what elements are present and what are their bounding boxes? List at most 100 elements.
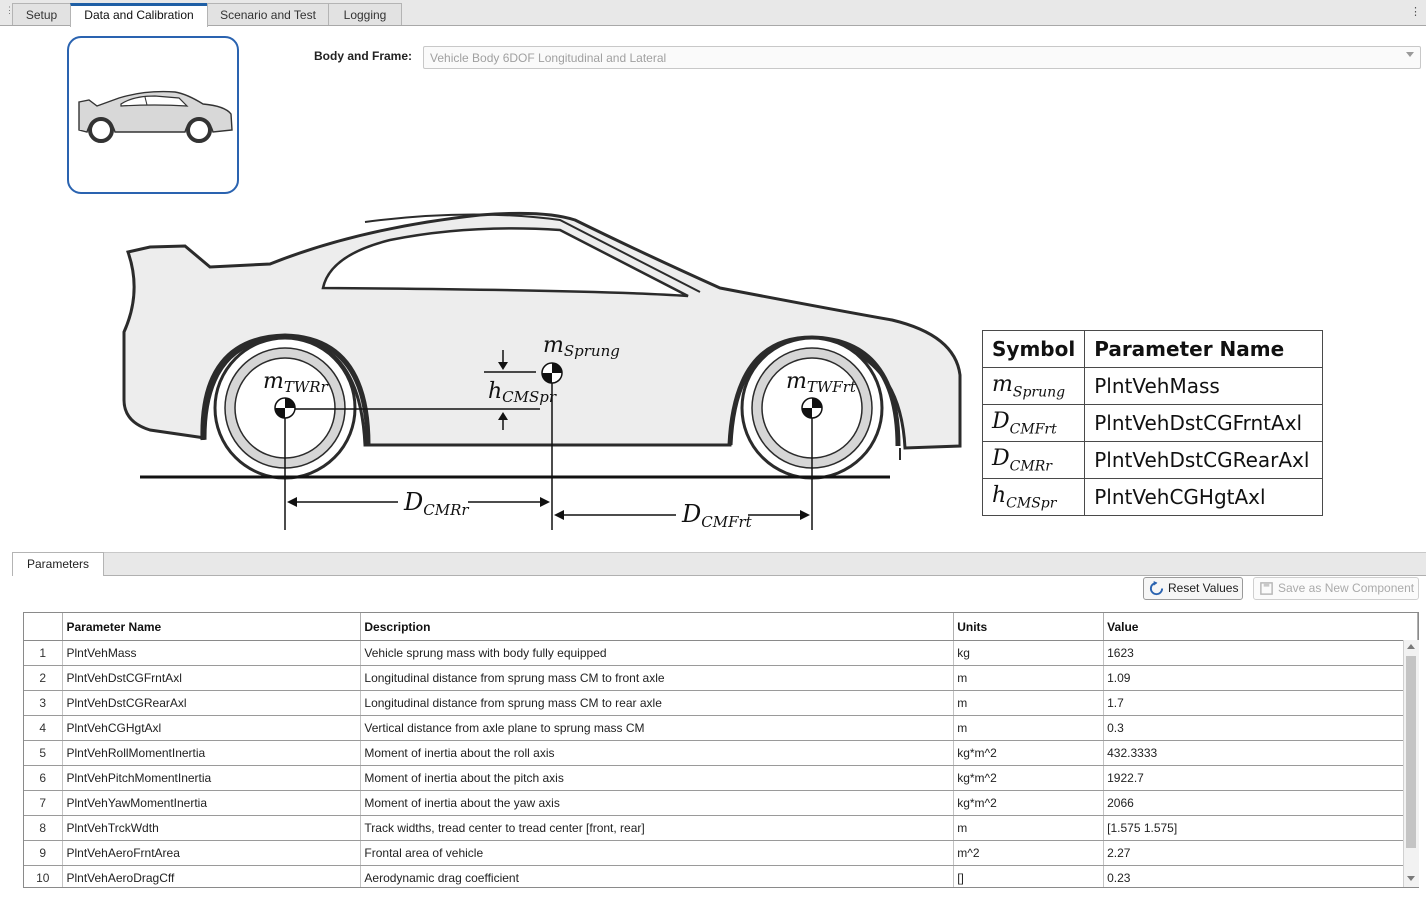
parameters-grid: Parameter Name Description Units Value 1… xyxy=(24,613,1418,887)
car-roof-line xyxy=(364,213,701,293)
units-column-header[interactable]: Units xyxy=(953,613,1105,641)
label-d-cmfrt: DCMFrt xyxy=(681,500,753,531)
tab-setup[interactable]: Setup xyxy=(12,3,71,25)
row-number: 7 xyxy=(24,790,64,816)
symbol-parameter-table: Symbol Parameter Name mSprung PlntVehMas… xyxy=(981,330,1324,516)
value-cell[interactable]: 1.09 xyxy=(1103,665,1418,691)
description-cell: Moment of inertia about the roll axis xyxy=(360,740,955,766)
parameters-tab-strip xyxy=(12,552,1426,576)
reset-values-label: Reset Values xyxy=(1168,581,1239,595)
label-d-cmrr: DCMRr xyxy=(403,488,469,519)
description-cell: Moment of inertia about the yaw axis xyxy=(360,790,955,816)
units-cell: kg xyxy=(953,640,1105,666)
scrollbar-thumb[interactable] xyxy=(1406,656,1416,848)
row-number: 8 xyxy=(24,815,64,841)
parameter-name-cell: PlntVehTrckWdth xyxy=(62,815,362,841)
save-as-new-component-label: Save as New Component xyxy=(1278,581,1415,595)
rear-wheel-cm-marker xyxy=(274,397,296,419)
parameter-name-cell: PlntVehRollMomentInertia xyxy=(62,740,362,766)
parameter-name-cell: PlntVehAeroFrntArea xyxy=(62,840,362,866)
value-cell[interactable]: 432.3333 xyxy=(1103,740,1418,766)
parameter-name-cell: PlntVehMass xyxy=(62,640,362,666)
vehicle-dimension-diagram: mSprung mTWRr mTWFrt hCMSpr DCMRr DCMFrt xyxy=(122,211,962,531)
body-frame-label: Body and Frame: xyxy=(314,49,413,63)
value-cell[interactable]: [1.575 1.575] xyxy=(1103,815,1418,841)
value-cell[interactable]: 2066 xyxy=(1103,790,1418,816)
description-cell: Longitudinal distance from sprung mass C… xyxy=(360,690,955,716)
description-column-header[interactable]: Description xyxy=(360,613,955,641)
reset-values-button[interactable]: Reset Values xyxy=(1143,577,1243,600)
reset-icon xyxy=(1149,581,1164,596)
parameters-scrollbar[interactable] xyxy=(1403,640,1419,887)
parameter-name-column-header[interactable]: Parameter Name xyxy=(62,613,362,641)
symbol-header: Symbol xyxy=(981,330,1086,368)
row-number: 3 xyxy=(24,690,64,716)
tab-data-and-calibration[interactable]: Data and Calibration xyxy=(70,3,208,27)
value-cell[interactable]: 1.7 xyxy=(1103,690,1418,716)
label-m-twrr: mTWRr xyxy=(263,369,329,396)
units-cell: m xyxy=(953,815,1105,841)
description-cell: Longitudinal distance from sprung mass C… xyxy=(360,665,955,691)
parameter-name-cell: PlntVehCGHgtAxl xyxy=(62,715,362,741)
more-options-icon[interactable]: ⋮ xyxy=(1410,6,1421,18)
sprung-mass-cm-marker xyxy=(541,362,563,384)
description-cell: Frontal area of vehicle xyxy=(360,840,955,866)
row-number: 9 xyxy=(24,840,64,866)
units-cell: kg*m^2 xyxy=(953,740,1105,766)
value-cell[interactable]: 0.3 xyxy=(1103,715,1418,741)
save-as-new-component-button[interactable]: Save as New Component xyxy=(1253,577,1419,600)
scroll-up-icon[interactable] xyxy=(1407,644,1415,649)
row-number-header xyxy=(24,613,64,641)
row-number: 1 xyxy=(24,640,64,666)
parameter-name-cell: PlntVehYawMomentInertia xyxy=(62,790,362,816)
units-cell: m xyxy=(953,690,1105,716)
parameter-name-header: Parameter Name xyxy=(1084,330,1324,368)
description-cell: Moment of inertia about the pitch axis xyxy=(360,765,955,791)
save-icon xyxy=(1260,582,1273,595)
description-cell: Aerodynamic drag coefficient xyxy=(360,865,955,887)
value-column-header[interactable]: Value xyxy=(1103,613,1418,641)
body-frame-value: Vehicle Body 6DOF Longitudinal and Later… xyxy=(430,51,667,65)
label-m-twfrt: mTWFrt xyxy=(786,369,857,396)
scroll-down-icon[interactable] xyxy=(1407,876,1415,881)
description-cell: Track widths, tread center to tread cent… xyxy=(360,815,955,841)
symbol-row: DCMRr PlntVehDstCGRearAxl xyxy=(981,441,1324,479)
chevron-down-icon xyxy=(1406,52,1414,57)
units-cell: m^2 xyxy=(953,840,1105,866)
tab-logging[interactable]: Logging xyxy=(328,3,402,25)
row-number: 10 xyxy=(24,865,64,887)
grip-icon[interactable]: ⋮ xyxy=(5,5,14,15)
front-wheel-cm-marker xyxy=(801,397,823,419)
value-cell[interactable]: 1623 xyxy=(1103,640,1418,666)
row-number: 5 xyxy=(24,740,64,766)
car-icon xyxy=(78,90,233,143)
description-cell: Vertical distance from axle plane to spr… xyxy=(360,715,955,741)
vehicle-body-icon-card[interactable] xyxy=(67,36,239,194)
row-number: 4 xyxy=(24,715,64,741)
value-cell[interactable]: 2.27 xyxy=(1103,840,1418,866)
car-window xyxy=(321,227,689,298)
value-cell[interactable]: 1922.7 xyxy=(1103,765,1418,791)
parameter-name-cell: PlntVehPitchMomentInertia xyxy=(62,765,362,791)
symbol-row: DCMFrt PlntVehDstCGFrntAxl xyxy=(981,404,1324,442)
row-number: 2 xyxy=(24,665,64,691)
symbol-row: hCMSpr PlntVehCGHgtAxl xyxy=(981,478,1324,516)
tab-parameters[interactable]: Parameters xyxy=(12,552,104,576)
row-number: 6 xyxy=(24,765,64,791)
value-cell[interactable]: 0.23 xyxy=(1103,865,1418,887)
parameters-table: Parameter Name Description Units Value 1… xyxy=(23,612,1419,888)
tab-scenario-and-test[interactable]: Scenario and Test xyxy=(207,3,329,25)
units-cell: kg*m^2 xyxy=(953,765,1105,791)
symbol-row: mSprung PlntVehMass xyxy=(981,367,1324,405)
body-frame-dropdown[interactable]: Vehicle Body 6DOF Longitudinal and Later… xyxy=(423,46,1421,69)
